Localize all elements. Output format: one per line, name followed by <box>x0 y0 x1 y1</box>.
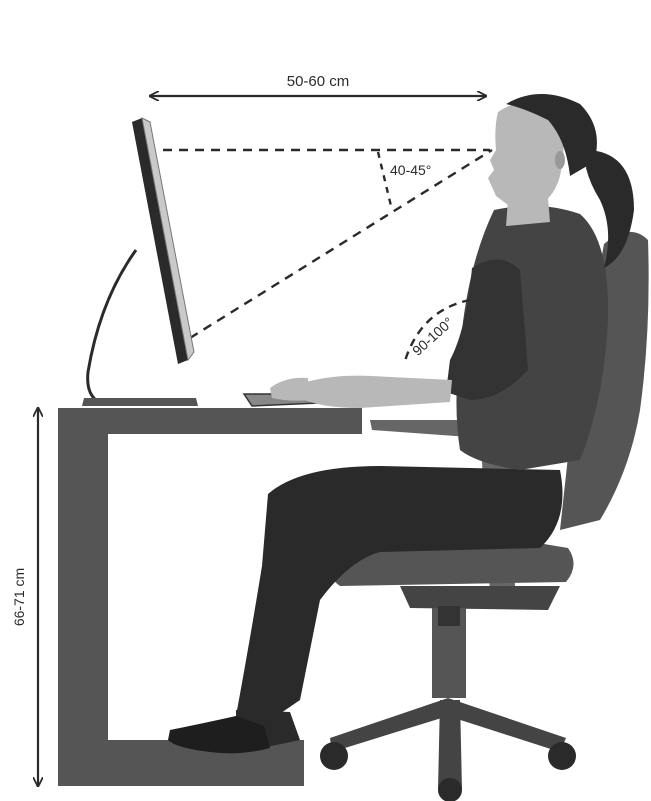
desk-height-label: 66-71 cm <box>11 568 27 626</box>
elbow-angle-label: 90-100° <box>409 314 456 359</box>
viewing-distance-label: 50-60 cm <box>287 73 350 90</box>
monitor <box>82 118 198 406</box>
viewing-angle-label: 40-45° <box>390 162 431 178</box>
